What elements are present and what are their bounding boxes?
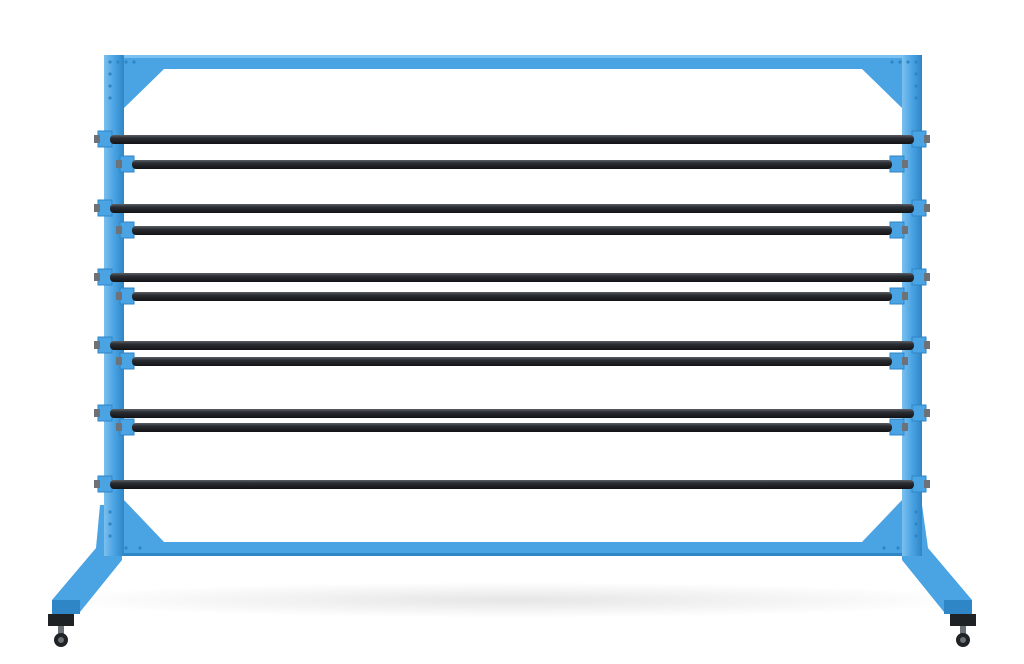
roller-5 xyxy=(110,273,914,282)
gusset-top-right xyxy=(862,69,902,108)
roller-knob xyxy=(116,226,122,234)
roller-11 xyxy=(110,480,914,489)
roller-bracket xyxy=(889,352,905,370)
roller-9 xyxy=(110,409,914,418)
roller-bracket xyxy=(911,199,927,217)
roller-knob xyxy=(94,273,100,281)
roller-bracket xyxy=(97,336,113,354)
roller-knob xyxy=(94,341,100,349)
roller-knob xyxy=(94,135,100,143)
roller-bracket xyxy=(889,418,905,436)
roller-knob xyxy=(116,423,122,431)
roller-knob xyxy=(924,273,930,281)
roller-knob xyxy=(924,480,930,488)
floor-shadow xyxy=(42,582,982,618)
bottom-bar xyxy=(104,542,922,556)
roller-bracket xyxy=(119,287,135,305)
roller-7 xyxy=(110,341,914,350)
roller-knob xyxy=(924,135,930,143)
gusset-bottom-right xyxy=(862,500,902,542)
roller-bracket xyxy=(119,418,135,436)
roller-bracket xyxy=(97,199,113,217)
roller-bracket xyxy=(119,352,135,370)
roller-knob xyxy=(116,357,122,365)
roller-knob xyxy=(94,409,100,417)
roller-knob xyxy=(116,292,122,300)
roller-knob xyxy=(902,292,908,300)
roller-knob xyxy=(902,226,908,234)
roller-bracket xyxy=(889,287,905,305)
roller-bracket xyxy=(889,155,905,173)
gusset-top-left xyxy=(124,69,164,108)
gusset-bottom-left xyxy=(124,500,164,542)
roller-6 xyxy=(132,292,892,301)
right-wheel-icon xyxy=(950,614,976,647)
left-wheel-icon xyxy=(48,614,74,647)
roller-bracket xyxy=(911,404,927,422)
roller-knob xyxy=(924,204,930,212)
roller-knob xyxy=(94,480,100,488)
roller-bracket xyxy=(889,221,905,239)
roller-bracket xyxy=(911,268,927,286)
roller-1 xyxy=(110,135,914,144)
roller-bracket xyxy=(911,336,927,354)
roller-4 xyxy=(132,226,892,235)
roller-bracket xyxy=(97,404,113,422)
roller-8 xyxy=(132,357,892,366)
roller-bracket xyxy=(119,221,135,239)
roller-knob xyxy=(94,204,100,212)
roller-brackets xyxy=(94,130,930,493)
top-bar xyxy=(104,55,922,69)
roller-bracket xyxy=(97,130,113,148)
roller-3 xyxy=(110,204,914,213)
roller-bracket xyxy=(97,475,113,493)
roller-knob xyxy=(902,423,908,431)
roller-knob xyxy=(924,409,930,417)
roller-bracket xyxy=(97,268,113,286)
roller-bracket xyxy=(119,155,135,173)
roller-2 xyxy=(132,160,892,169)
rollers xyxy=(110,135,914,489)
roller-bracket xyxy=(911,130,927,148)
roller-knob xyxy=(924,341,930,349)
roller-knob xyxy=(116,160,122,168)
roller-bracket xyxy=(911,475,927,493)
roller-10 xyxy=(132,423,892,432)
roller-knob xyxy=(902,160,908,168)
roller-knob xyxy=(902,357,908,365)
